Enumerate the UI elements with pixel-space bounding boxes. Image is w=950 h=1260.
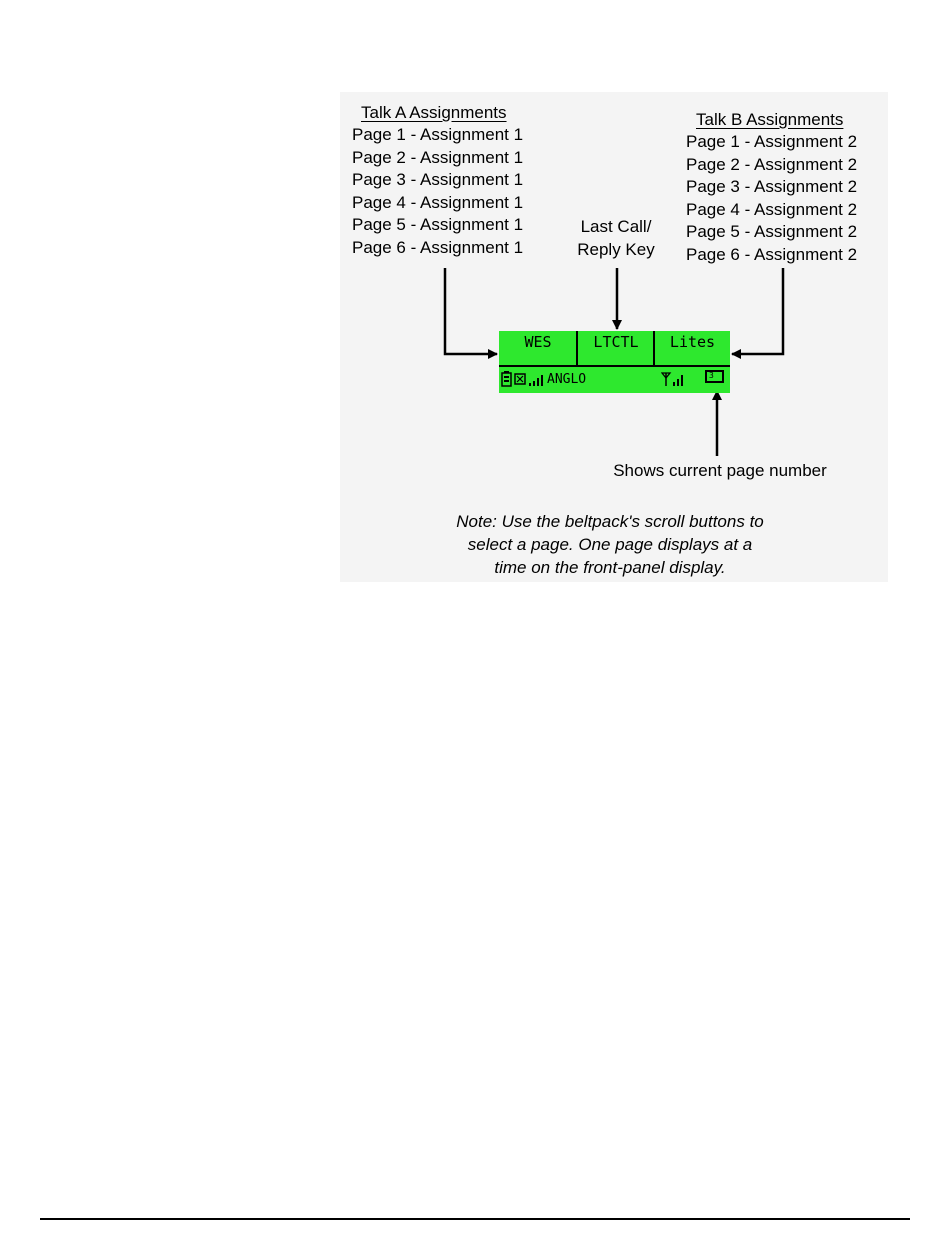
talk-b-item: Page 3 - Assignment 2 [686, 177, 858, 196]
talk-b-arrow [731, 268, 785, 359]
last-call-label: Last Call/ Reply Key [566, 215, 666, 261]
note-line1: Note: Use the beltpack's scroll buttons … [456, 512, 764, 531]
last-call-line2: Reply Key [577, 240, 655, 259]
page-number-label: Shows current page number [613, 461, 827, 480]
signal-bars-icon [529, 375, 543, 386]
display-status-name: ANGLO [547, 372, 587, 387]
display-key-row: WES LTCTL Lites [499, 331, 730, 367]
front-panel-display: WES LTCTL Lites ANGLO [499, 331, 730, 393]
talk-a-heading: Talk A Assignments [361, 103, 507, 122]
talk-b-item: Page 2 - Assignment 2 [686, 154, 858, 174]
talk-a-item: Page 4 - Assignment 1 [352, 192, 524, 212]
speaker-mute-icon [514, 373, 526, 385]
talk-a-arrow [443, 268, 498, 359]
display-divider [576, 331, 578, 367]
talk-b-item: Page 5 - Assignment 2 [686, 222, 858, 241]
note-line3: time on the front-panel display. [494, 558, 726, 577]
display-page-number: 3 [705, 370, 724, 383]
talk-a-item: Page 6 - Assignment 1 [352, 237, 524, 257]
talk-b-heading: Talk B Assignments [696, 110, 844, 129]
battery-icon [501, 371, 512, 387]
talk-b-item: Page 6 - Assignment 2 [686, 244, 858, 264]
display-key-right: Lites [669, 333, 716, 351]
talk-b-item: Page 1 - Assignment 2 [686, 132, 858, 151]
talk-b-item: Page 4 - Assignment 2 [686, 199, 858, 219]
display-divider [653, 331, 655, 367]
display-status-row: ANGLO 3 [499, 367, 730, 393]
talk-a-item: Page 3 - Assignment 1 [352, 170, 524, 189]
footer-rule [40, 1218, 910, 1220]
talk-a-item: Page 1 - Assignment 1 [352, 125, 524, 144]
display-key-left: WES [524, 333, 552, 351]
last-call-line1: Last Call/ [580, 217, 652, 236]
status-icons [501, 371, 543, 387]
antenna-signal-icon [661, 372, 683, 386]
note-line2: select a page. One page displays at a [467, 535, 753, 554]
note-text: Note: Use the beltpack's scroll buttons … [400, 510, 820, 579]
display-key-center: LTCTL [593, 333, 639, 351]
talk-a-item: Page 2 - Assignment 1 [352, 147, 524, 167]
talk-a-item: Page 5 - Assignment 1 [352, 215, 524, 234]
